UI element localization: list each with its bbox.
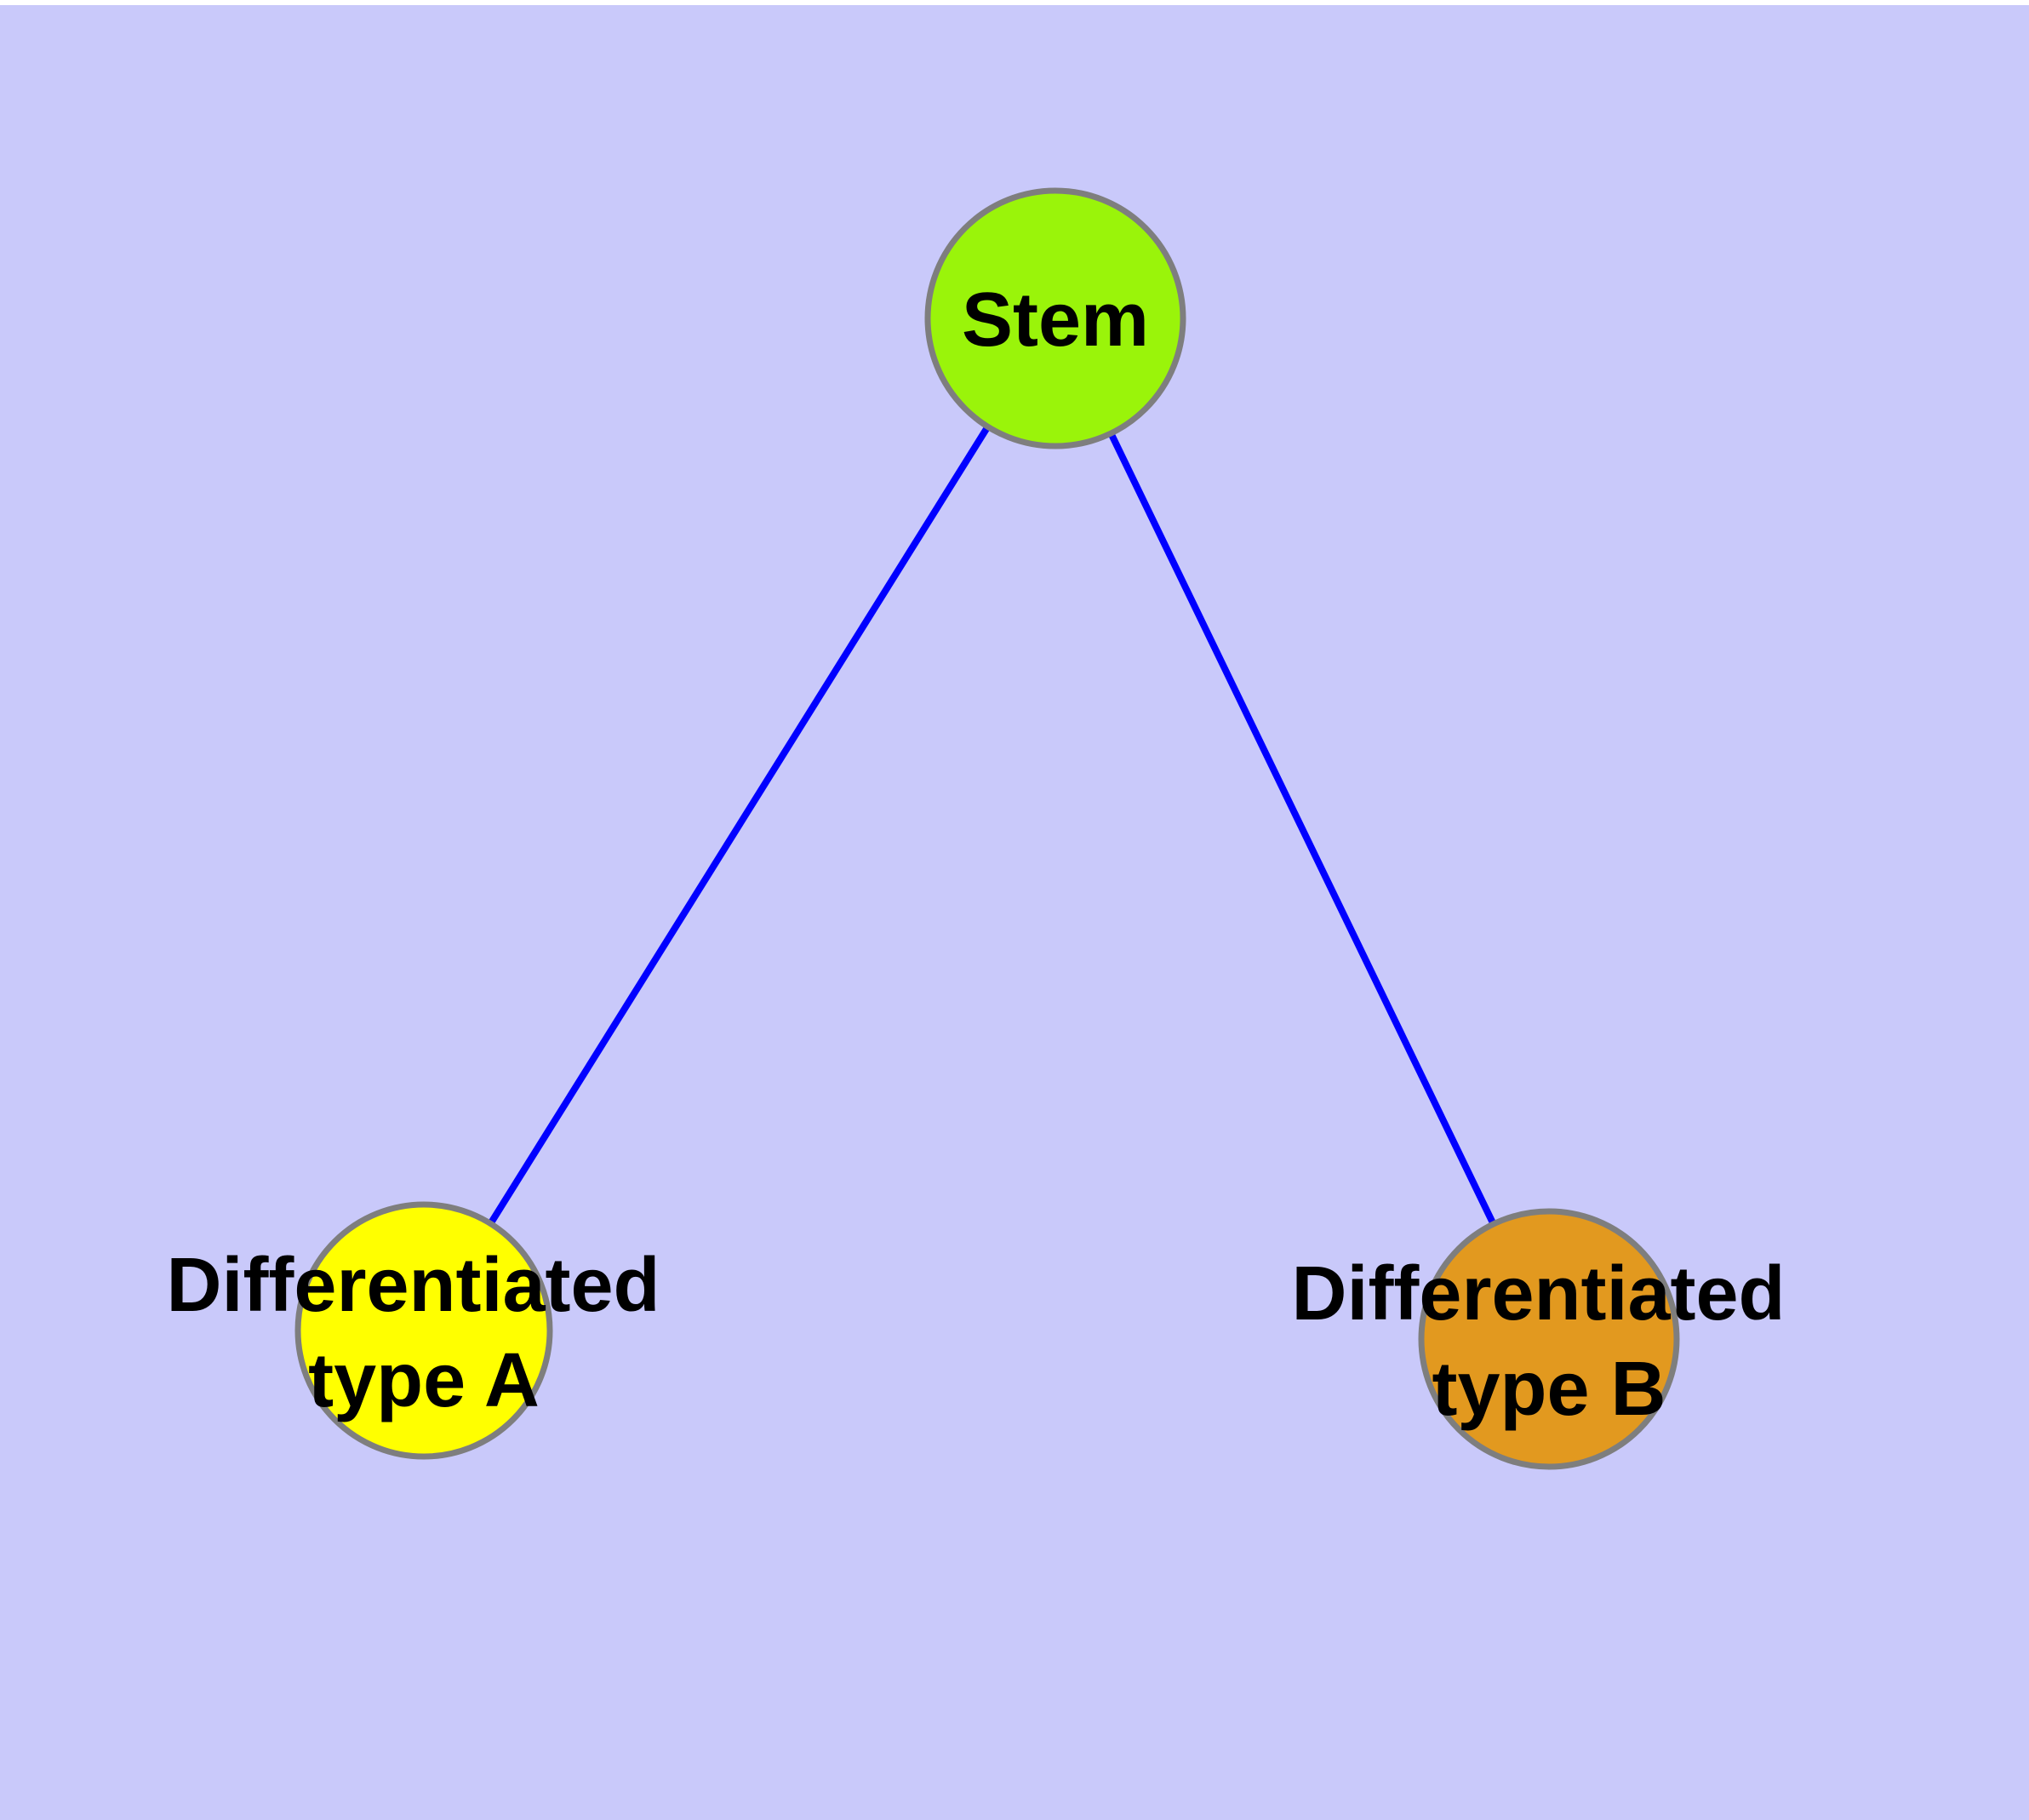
node-stem (924, 187, 1186, 449)
node-type-b-label-line1: Differentiated (1291, 1251, 1785, 1336)
node-stem-label: Stem (962, 278, 1149, 363)
edge-stem-to-type-a (420, 316, 1059, 1333)
node-type-b-label-line2: type B (1432, 1347, 1666, 1432)
node-type-b-label: Differentiated type B (1291, 1251, 1806, 1432)
node-type-a-label-line2: type A (308, 1338, 540, 1423)
node-differentiated-type-b (1418, 1208, 1680, 1470)
node-type-a-label-line1: Differentiated (166, 1243, 660, 1328)
edge-stem-to-type-b (1052, 317, 1552, 1341)
node-differentiated-type-a (294, 1201, 553, 1460)
node-type-a-label: Differentiated type A (166, 1243, 681, 1423)
